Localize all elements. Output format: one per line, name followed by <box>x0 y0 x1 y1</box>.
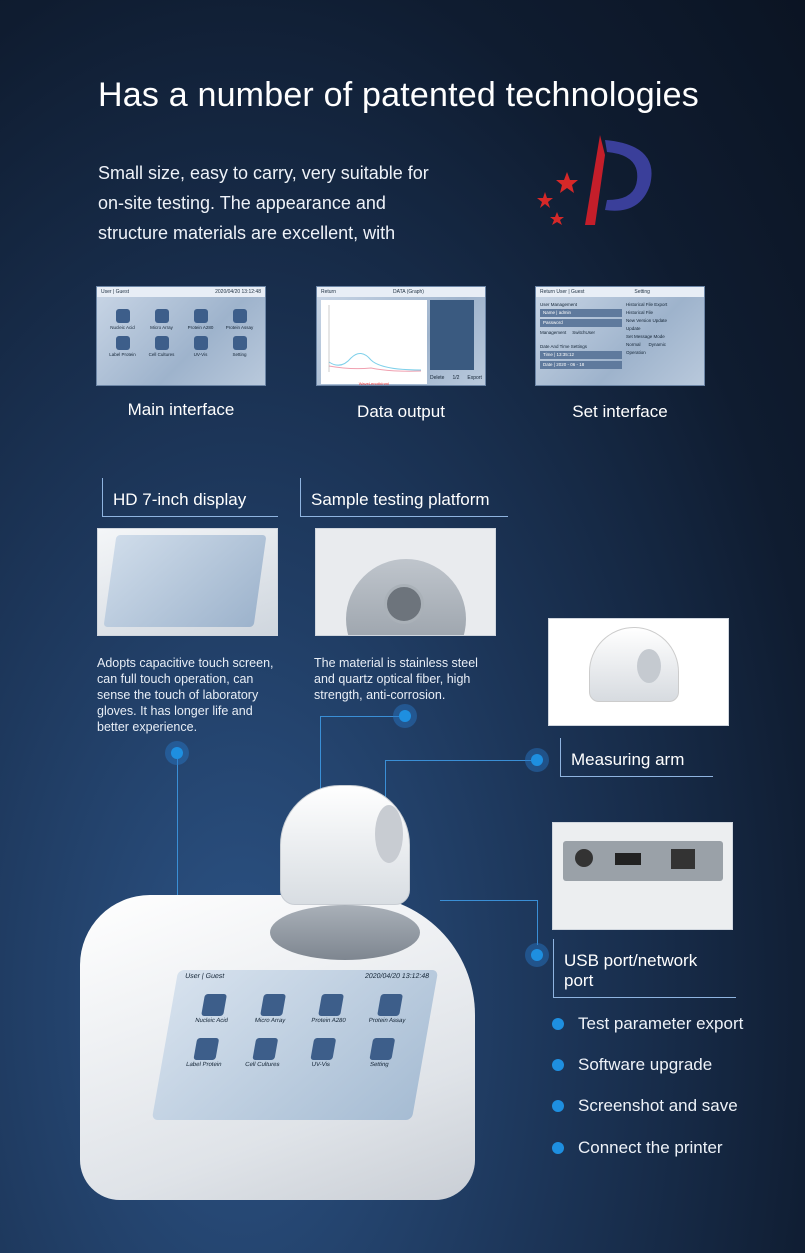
callout-dot-display <box>165 741 189 765</box>
label-sample-platform: Sample testing platform <box>300 478 508 517</box>
main-interface-screenshot: User | Guest 2020/04/20 13:12:48 Nucleic … <box>96 286 266 386</box>
app-icon: Protein Assay <box>222 309 257 330</box>
callout-dot-measuring-arm <box>525 748 549 772</box>
app-icon: Label Protein <box>105 336 140 357</box>
platform-photo <box>315 528 496 636</box>
page-title: Has a number of patented technologies <box>98 76 699 114</box>
desc-hd-display: Adopts capacitive touch screen, can full… <box>97 656 274 734</box>
label-hd-display: HD 7-inch display <box>102 478 278 517</box>
bullet-item: Screenshot and save <box>552 1096 738 1116</box>
set-interface-screenshot: Return User | Guest Setting User Manageme… <box>535 286 705 386</box>
export-button: Export <box>467 375 482 381</box>
ports-photo <box>552 822 733 930</box>
data-output-screenshot: Return DATA (Graph) WaveLength(nm) Delete… <box>316 286 486 386</box>
screen-title: Setting <box>634 289 650 295</box>
callout-dot-ports <box>525 943 549 967</box>
app-icon: Cell Cultures <box>144 336 179 357</box>
app-icon: UV-Vis <box>183 336 218 357</box>
app-icon: Setting <box>222 336 257 357</box>
screen-time: 2020/04/20 13:12:48 <box>215 289 261 295</box>
bullet-dot-icon <box>552 1142 564 1154</box>
display-photo <box>97 528 278 636</box>
label-measuring-arm: Measuring arm <box>560 738 713 777</box>
app-icon: Nucleic Acid <box>105 309 140 330</box>
bullet-dot-icon <box>552 1100 564 1112</box>
page-indicator: 1/2 <box>452 375 460 381</box>
x-axis-label: WaveLength(nm) <box>358 381 390 386</box>
section-label: User Management <box>540 302 578 307</box>
caption-main-interface: Main interface <box>127 400 235 419</box>
bullet-item: Software upgrade <box>552 1055 712 1075</box>
patent-logo <box>537 135 652 225</box>
screen-header: User | Guest <box>101 289 129 295</box>
bullet-dot-icon <box>552 1018 564 1030</box>
return-button: Return <box>321 289 337 295</box>
app-icon: Micro Array <box>144 309 179 330</box>
label-usb-network-port: USB port/network port <box>553 939 736 998</box>
delete-button: Delete <box>430 375 445 381</box>
caption-set-interface: Set interface <box>572 402 668 421</box>
app-icon: Protein A280 <box>183 309 218 330</box>
screen-header: Return User | Guest <box>540 289 585 295</box>
desc-sample-platform: The material is stainless steel and quar… <box>314 656 478 702</box>
bullet-item: Connect the printer <box>552 1138 723 1158</box>
spectrum-graph <box>328 305 422 372</box>
bullet-dot-icon <box>552 1059 564 1071</box>
measuring-arm-photo <box>548 618 729 726</box>
screen-title: DATA (Graph) <box>393 289 424 295</box>
intro-text: Small size, easy to carry, very suitable… <box>98 163 429 243</box>
bullet-item: Test parameter export <box>552 1014 743 1034</box>
caption-data-output: Data output <box>357 402 445 421</box>
callout-dot-platform <box>393 704 417 728</box>
